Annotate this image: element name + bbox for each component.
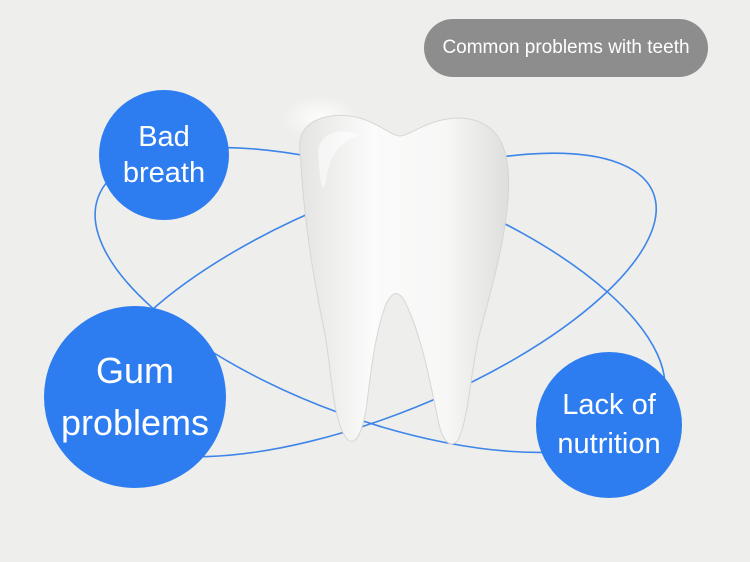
tooth-icon <box>280 96 510 445</box>
problem-label-line: problems <box>60 402 210 443</box>
problem-bubble-bad-breath: Bad breath <box>99 90 229 220</box>
problem-label-line: Gum <box>95 349 174 391</box>
problem-label-line: nutrition <box>557 428 661 460</box>
problem-bubble-lack-of-nutrition: Lack of nutrition <box>536 352 682 498</box>
problem-label-line: Lack of <box>562 388 656 421</box>
problem-label-line: Bad <box>138 120 190 153</box>
problem-bubble-gum-problems: Gum problems <box>44 306 226 488</box>
problem-label-line: breath <box>122 157 206 189</box>
diagram-title: Common problems with teeth <box>424 19 708 77</box>
